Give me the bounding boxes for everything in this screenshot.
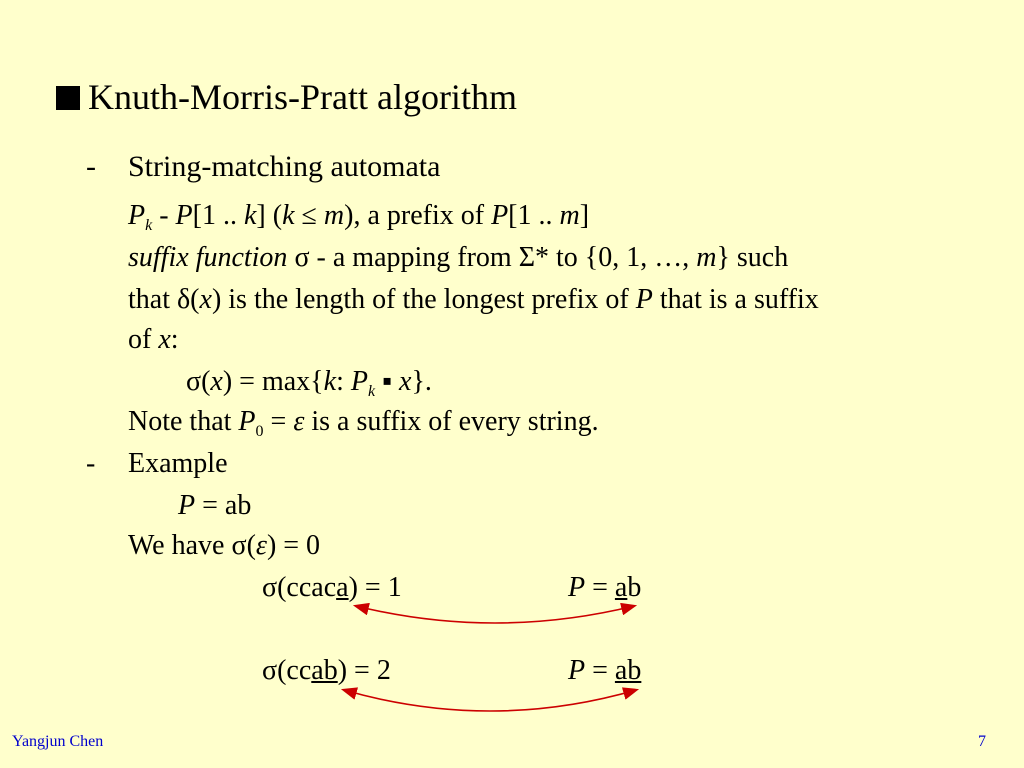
example-1-sigma: σ(ccaca) = 1 (262, 572, 402, 603)
subheading-string-matching: String-matching automata (128, 150, 441, 183)
line-sigma-max: σ(x) = max{k: Pk ▪ x}. (186, 366, 432, 400)
dash-bullet-2: - (86, 448, 96, 479)
line-of-x: of x: (128, 324, 179, 355)
sub-k: k (145, 217, 153, 234)
arc-example-2 (340, 687, 640, 712)
arc-example-1 (352, 602, 638, 624)
line-suffix-function: suffix function σ - a mapping from Σ* to… (128, 242, 789, 273)
square-bullet-icon (56, 86, 80, 110)
line-delta-definition: that δ(x) is the length of the longest p… (128, 284, 819, 315)
dash-bullet: - (86, 150, 96, 183)
example-2-sigma: σ(ccab) = 2 (262, 655, 391, 686)
example-1-pattern: P = ab (568, 572, 642, 603)
line-we-have: We have σ(ε) = 0 (128, 530, 321, 561)
line-p-equals-ab: P = ab (178, 490, 252, 521)
example-2-pattern: P = ab (568, 655, 642, 686)
line-pk-definition: Pk - P[1 .. k] (k ≤ m), a prefix of P[1 … (128, 200, 590, 234)
subheading-example: Example (128, 448, 228, 479)
var-p: P (128, 200, 146, 231)
line-note-p0: Note that P0 = ε is a suffix of every st… (128, 406, 599, 440)
slide-title: Knuth-Morris-Pratt algorithm (88, 77, 517, 117)
footer-page-number: 7 (978, 733, 986, 750)
footer-author: Yangjun Chen (12, 733, 104, 750)
